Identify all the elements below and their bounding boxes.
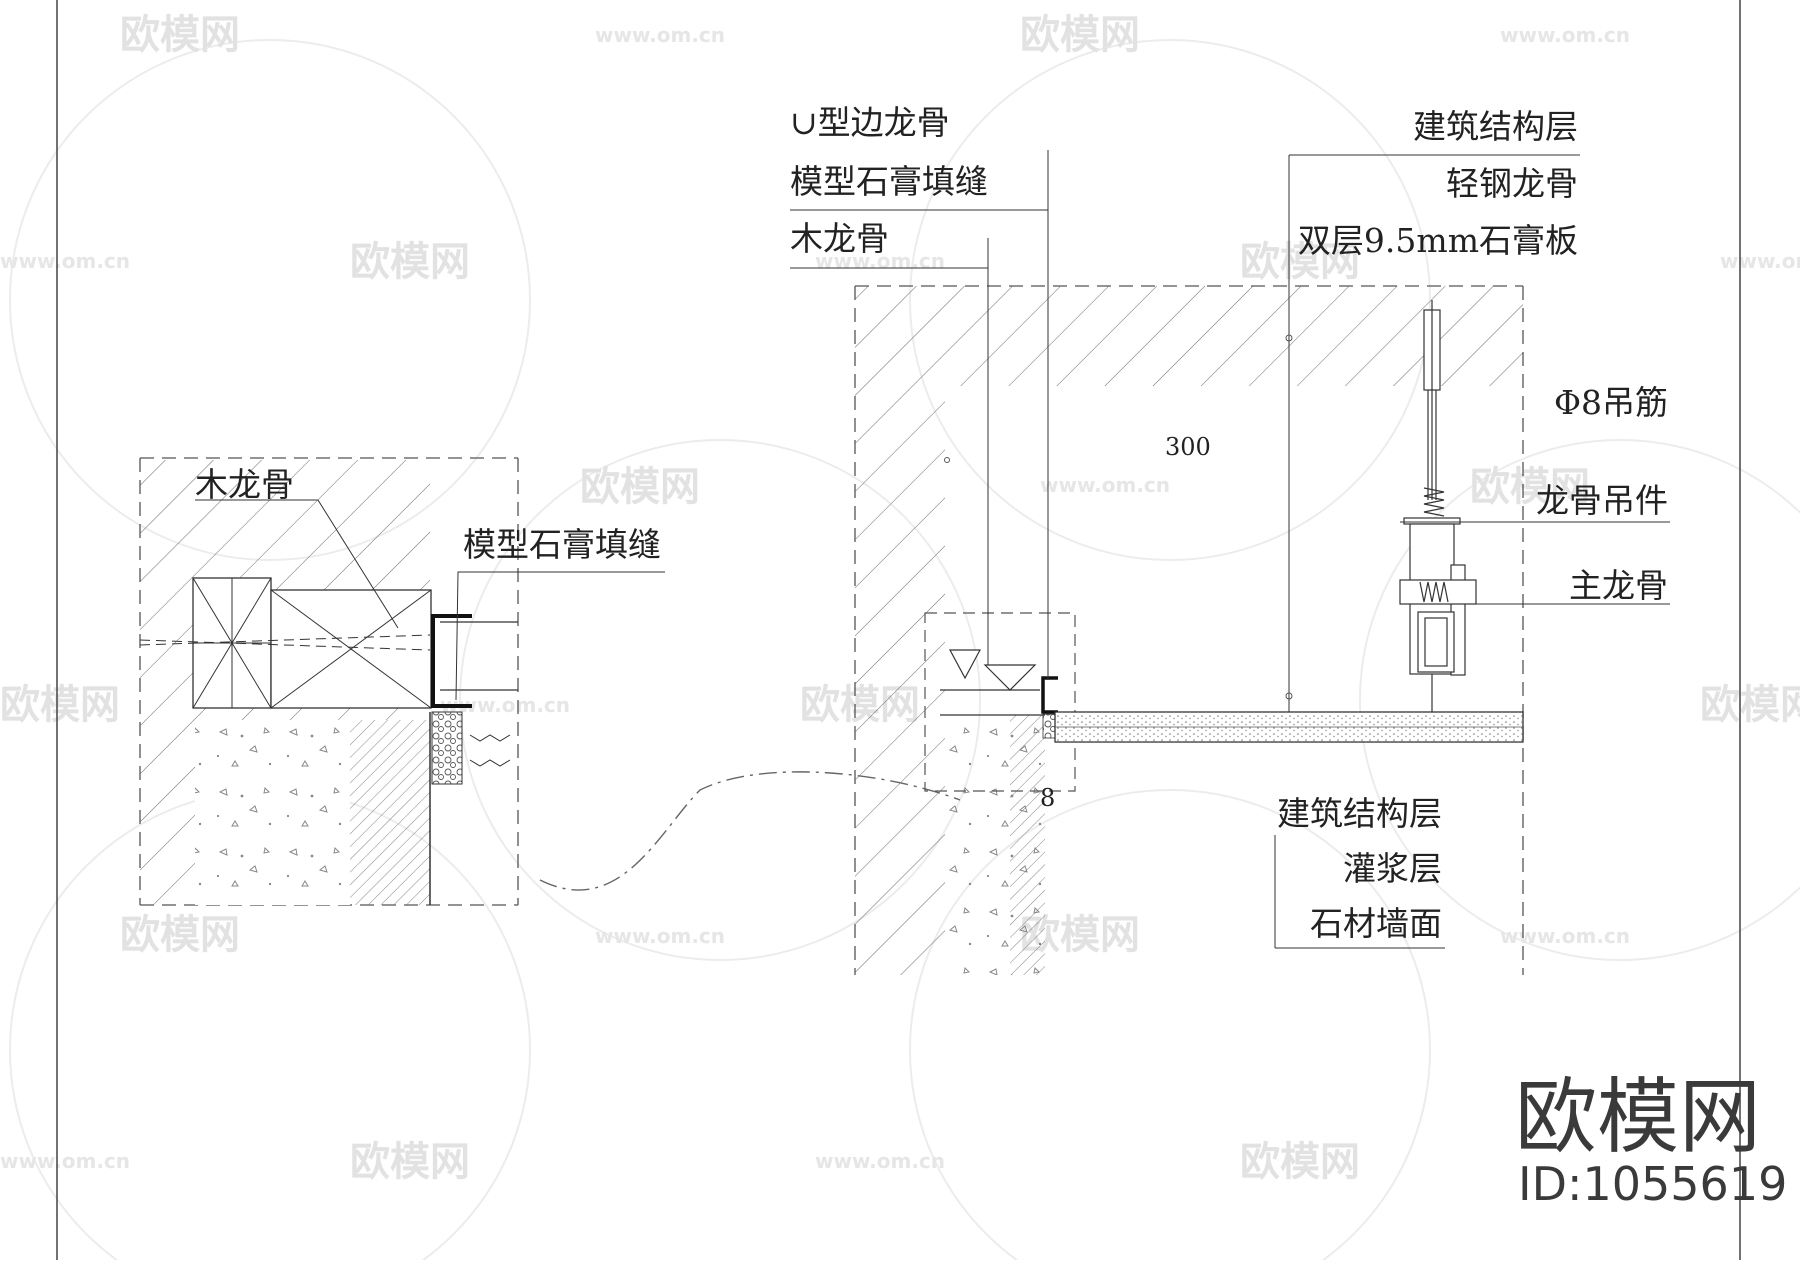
wood-keel-corner	[940, 649, 1045, 716]
svg-text:www.om.cn: www.om.cn	[1500, 23, 1630, 47]
brand-block: 欧模网 ID:1055619	[1515, 1070, 1787, 1211]
u-edge-keel	[431, 614, 472, 708]
label-wood-keel-right: 木龙骨	[790, 219, 889, 258]
label-u-edge-keel: ∪型边龙骨	[790, 103, 950, 142]
label-light-steel-keel: 轻钢龙骨	[1446, 164, 1578, 203]
hanger-assembly	[1399, 300, 1477, 712]
label-structure-layer-top: 建筑结构层	[1413, 107, 1578, 146]
label-gypsum-fill-right: 模型石膏填缝	[790, 162, 988, 201]
stone-wall-hatch	[1010, 715, 1045, 975]
svg-text:www.om.cn: www.om.cn	[0, 1149, 130, 1173]
u-edge-keel-right	[1041, 676, 1058, 714]
ceiling-structure-hatch	[855, 286, 1523, 386]
svg-text:欧模网: 欧模网	[0, 682, 120, 728]
label-gypsum-fill-left: 模型石膏填缝	[463, 525, 661, 564]
svg-text:www.om.cn: www.om.cn	[595, 23, 725, 47]
watermark-url-repeat: www.om.cn www.om.cn www.om.cn www.om.cn …	[0, 23, 1800, 1173]
wall-hatch-lower	[140, 720, 200, 905]
svg-text:www.om.cn: www.om.cn	[1040, 473, 1170, 497]
dimension-8: 8	[1040, 784, 1055, 812]
label-structure-layer-bottom: 建筑结构层	[1277, 794, 1442, 833]
svg-text:欧模网: 欧模网	[350, 239, 470, 285]
svg-text:欧模网: 欧模网	[1240, 239, 1360, 285]
svg-text:欧模网: 欧模网	[580, 464, 700, 510]
right-detail: ∪型边龙骨 模型石膏填缝 木龙骨 建筑结构层 轻钢龙骨 双层9.5mm石膏板 Φ…	[790, 103, 1670, 975]
label-wood-keel-left: 木龙骨	[195, 465, 294, 504]
svg-text:www.om.cn: www.om.cn	[815, 249, 945, 273]
svg-text:欧模网: 欧模网	[120, 12, 240, 58]
label-double-gypsum-board: 双层9.5mm石膏板	[1298, 221, 1578, 260]
label-hanger-rod: Φ8吊筋	[1554, 383, 1668, 422]
label-stone-wall: 石材墙面	[1310, 904, 1442, 943]
svg-text:www.om.cn: www.om.cn	[595, 924, 725, 948]
svg-text:欧模网: 欧模网	[1020, 12, 1140, 58]
label-main-keel: 主龙骨	[1569, 566, 1668, 605]
brand-logo-text: 欧模网	[1515, 1070, 1761, 1165]
svg-text:www.om.cn: www.om.cn	[0, 249, 130, 273]
label-keel-hanger: 龙骨吊件	[1536, 481, 1668, 520]
svg-text:欧模网: 欧模网	[1470, 464, 1590, 510]
stone-hatch	[350, 720, 430, 905]
svg-text:www.om.cn: www.om.cn	[815, 1149, 945, 1173]
svg-text:欧模网: 欧模网	[1240, 1139, 1360, 1185]
dimension-300: 300	[1165, 433, 1211, 461]
svg-text:欧模网: 欧模网	[350, 1139, 470, 1185]
model-id: ID:1055619	[1518, 1157, 1787, 1211]
svg-text:欧模网: 欧模网	[1700, 682, 1800, 728]
sheet-border	[56, 0, 1741, 1260]
svg-text:www.om.cn: www.om.cn	[1500, 924, 1630, 948]
wall-structure-hatch	[855, 386, 945, 975]
detail-callout-curve	[539, 771, 961, 891]
label-grout-layer: 灌浆层	[1343, 849, 1442, 888]
gypsum-fill-joint	[431, 711, 463, 785]
left-detail: 木龙骨 模型石膏填缝	[139, 457, 665, 906]
svg-text:欧模网: 欧模网	[120, 912, 240, 958]
svg-text:www.om.cn: www.om.cn	[1720, 249, 1800, 273]
